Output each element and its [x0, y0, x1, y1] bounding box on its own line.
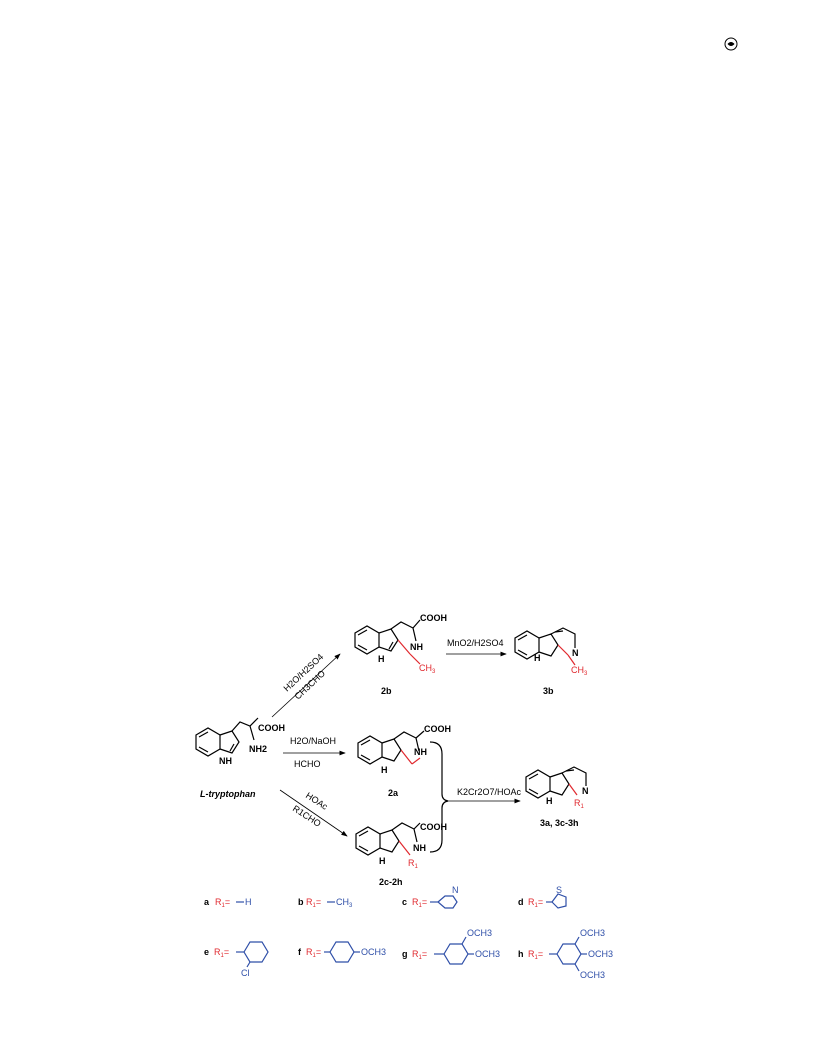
substituent-c: c R1= N	[402, 885, 459, 909]
compound-2b-structure	[354, 619, 421, 665]
2a-nh: NH	[414, 747, 427, 757]
rosette-icon	[724, 37, 738, 51]
svg-text:S: S	[556, 885, 562, 895]
tryptophan-nh2: NH2	[249, 744, 267, 754]
svg-text:R1=: R1=	[412, 897, 427, 909]
3-h: H	[546, 796, 553, 806]
svg-text:f: f	[298, 947, 302, 957]
substituent-d: d R1= S	[518, 885, 567, 909]
svg-text:OCH3: OCH3	[467, 928, 492, 938]
compound-3b-label: 3b	[543, 686, 554, 696]
reagent-hcho: HCHO	[294, 759, 321, 769]
2b-h: H	[378, 654, 385, 664]
3-r1: R1	[574, 798, 585, 810]
compound-2c-2h-label: 2c-2h	[379, 877, 403, 887]
2b-ch3: CH3	[419, 663, 436, 675]
reagent-mno2-h2so4: MnO2/H2SO4	[447, 638, 504, 648]
reagent-h2o-naoh: H2O/NaOH	[290, 736, 336, 746]
tryptophan-name: L-tryptophan	[200, 789, 256, 799]
2b-cooh: COOH	[420, 613, 447, 623]
svg-text:a: a	[204, 897, 210, 907]
svg-text:R1=: R1=	[215, 897, 230, 909]
compound-2a-structure	[357, 730, 425, 765]
svg-text:g: g	[402, 949, 408, 959]
compound-3-label: 3a, 3c-3h	[540, 818, 579, 828]
substituent-h: h R1= OCH3 OCH3 OCH3	[518, 928, 613, 980]
3b-ch3: CH3	[571, 665, 588, 677]
compound-2a-label: 2a	[388, 788, 399, 798]
2b-nh: NH	[410, 642, 423, 652]
substituent-g: g R1= OCH3 OCH3	[402, 928, 500, 965]
compound-3b-structure	[514, 627, 576, 666]
substituent-b: b R1= CH3	[298, 897, 353, 909]
compound-2c-2h-structure	[355, 822, 421, 856]
2c-h: H	[379, 856, 386, 866]
substituent-a: a R1= H	[204, 897, 252, 909]
svg-text:OCH3: OCH3	[588, 949, 613, 959]
substituent-e: e R1= Cl	[204, 941, 269, 978]
svg-text:d: d	[518, 897, 524, 907]
tryptophan-nh: NH	[219, 756, 232, 766]
svg-text:N: N	[452, 885, 459, 895]
svg-text:b: b	[298, 897, 304, 907]
2c-nh: NH	[413, 843, 426, 853]
substituent-f: f R1= OCH3	[298, 941, 386, 963]
compound-2b-label: 2b	[381, 686, 392, 696]
svg-text:R1=: R1=	[412, 949, 427, 961]
svg-text:H: H	[245, 897, 252, 907]
svg-text:CH3: CH3	[336, 897, 353, 909]
tryptophan-cooh: COOH	[258, 723, 285, 733]
arrow-to-2b	[271, 653, 341, 718]
2c-cooh: COOH	[420, 822, 447, 832]
2c-r1: R1	[408, 858, 419, 870]
svg-text:R1=: R1=	[528, 949, 543, 961]
3-n: N	[582, 786, 589, 796]
reagent-k2cr2o7-hoac: K2Cr2O7/HOAc	[457, 787, 522, 797]
2a-cooh: COOH	[424, 724, 451, 734]
svg-text:OCH3: OCH3	[361, 947, 386, 957]
arrow-to-2c-2h	[279, 789, 348, 837]
l-tryptophan-structure	[195, 717, 259, 757]
svg-text:e: e	[204, 947, 209, 957]
svg-text:OCH3: OCH3	[580, 970, 605, 980]
svg-text:h: h	[518, 949, 524, 959]
3b-n: N	[572, 648, 579, 658]
3b-h: H	[534, 653, 541, 663]
svg-text:R1=: R1=	[214, 947, 229, 959]
svg-text:Cl: Cl	[241, 968, 250, 978]
compound-3-structure	[525, 766, 587, 799]
svg-text:OCH3: OCH3	[475, 949, 500, 959]
svg-text:OCH3: OCH3	[580, 928, 605, 938]
svg-text:R1=: R1=	[306, 947, 321, 959]
svg-text:R1=: R1=	[306, 897, 321, 909]
2a-h: H	[381, 765, 388, 775]
svg-text:R1=: R1=	[528, 897, 543, 909]
svg-text:c: c	[402, 897, 407, 907]
product-bracket	[429, 741, 449, 853]
